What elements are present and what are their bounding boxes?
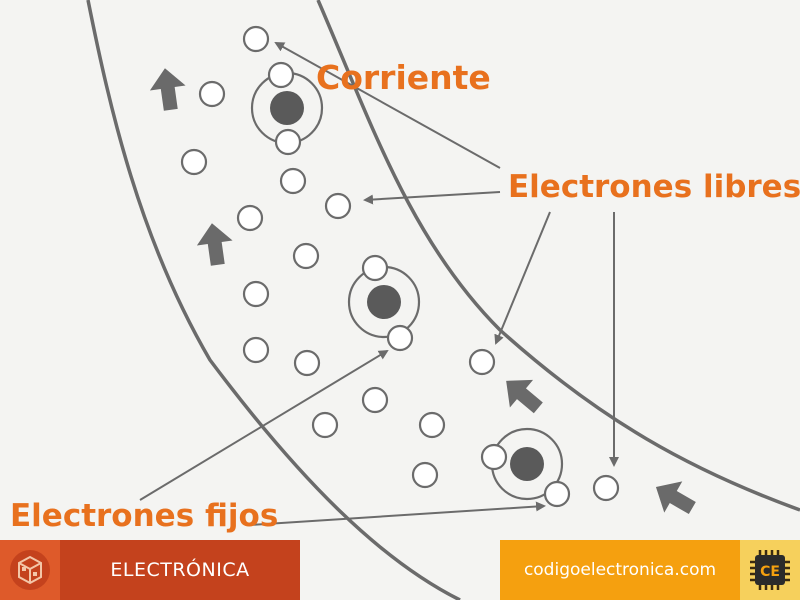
free-electron: [198, 80, 226, 108]
bound-electron: [267, 61, 295, 89]
free-electron: [411, 461, 439, 489]
bound-electron: [543, 480, 571, 508]
free-electron: [242, 280, 270, 308]
free-electron: [279, 167, 307, 195]
free-electrons-label: Electrones libres: [508, 169, 800, 205]
website-banner: codigoelectronica.com CE: [500, 540, 800, 600]
bound-electron: [274, 128, 302, 156]
atom-nucleus: [510, 447, 544, 481]
atom-nucleus: [270, 91, 304, 125]
free-electron: [418, 411, 446, 439]
free-pointer-1: [363, 191, 501, 205]
free-electron: [468, 348, 496, 376]
free-electrons: [180, 25, 620, 502]
conductor-wall-left: [86, 0, 461, 600]
free-electron: [180, 148, 208, 176]
pointer-lines: [139, 42, 619, 526]
chip-icon: CE: [740, 540, 800, 600]
current-arrow: [149, 68, 186, 111]
free-electron: [324, 192, 352, 220]
free-electron: [236, 204, 264, 232]
fixed-pointer-2: [249, 501, 546, 526]
current-pointer: [274, 42, 501, 169]
cube-icon: [0, 540, 60, 600]
bound-electron: [386, 324, 414, 352]
category-label: ELECTRÓNICA: [110, 559, 250, 581]
conductor-wall-right: [316, 0, 800, 512]
logo-text: CE: [760, 564, 780, 580]
free-electron: [242, 336, 270, 364]
atom: [250, 61, 324, 156]
free-pointer-2: [494, 211, 551, 345]
free-electron: [592, 474, 620, 502]
fixed-pointer-1: [139, 349, 389, 501]
current-label: Corriente: [316, 58, 491, 97]
atom-nucleus: [367, 285, 401, 319]
bound-electron: [361, 254, 389, 282]
current-arrow: [196, 223, 233, 266]
atoms: [250, 61, 571, 508]
bound-electron: [480, 443, 508, 471]
free-electron: [361, 386, 389, 414]
free-electron: [242, 25, 270, 53]
free-electron: [293, 349, 321, 377]
free-electron: [311, 411, 339, 439]
free-electron: [292, 242, 320, 270]
current-direction-arrows: [149, 68, 696, 515]
current-arrow: [655, 481, 696, 515]
current-arrow: [506, 379, 543, 414]
category-banner: ELECTRÓNICA: [0, 540, 300, 600]
fixed-electrons-label: Electrones fijos: [10, 498, 278, 534]
atom: [480, 427, 571, 508]
atom: [347, 254, 421, 352]
website-link[interactable]: codigoelectronica.com: [523, 560, 717, 580]
